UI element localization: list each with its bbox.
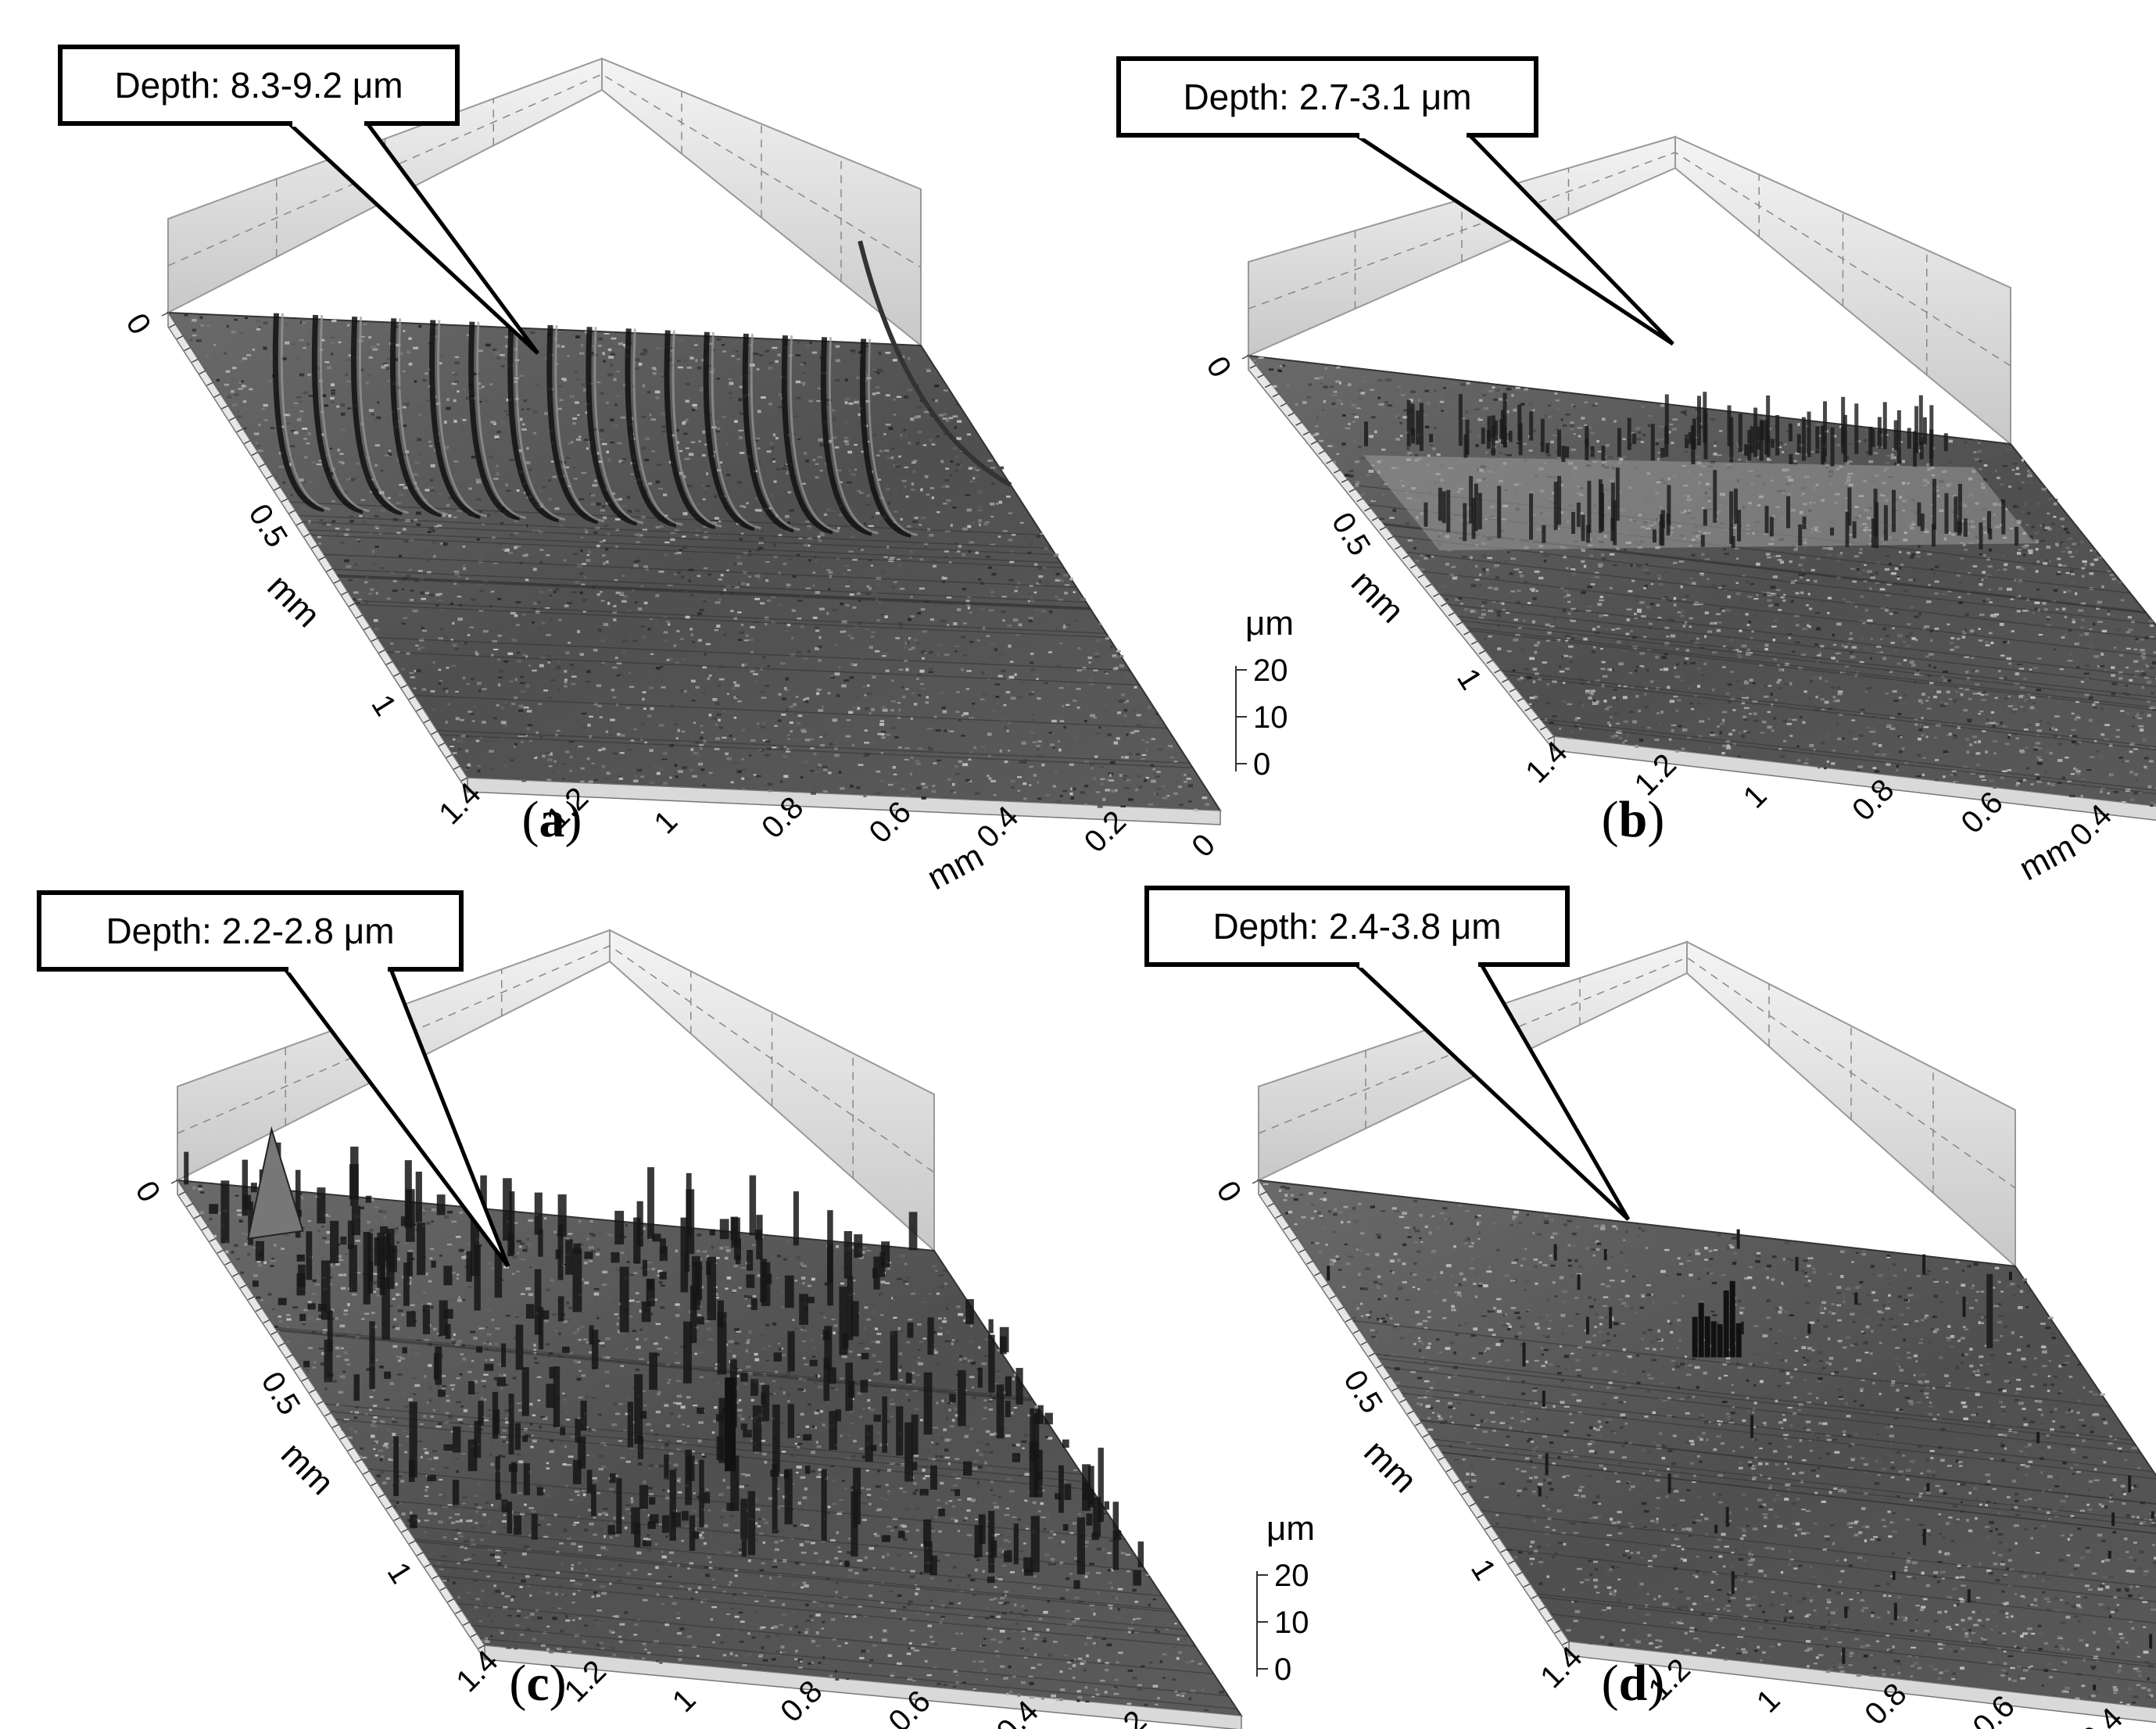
- surface-feature-sparse-spikes: [1327, 1229, 2154, 1691]
- z-tick-label: 20: [1253, 653, 1288, 688]
- y-tick-label: 1: [364, 689, 403, 721]
- panel-caption: (d): [1602, 1655, 1665, 1712]
- panel-caption-letter: a: [539, 791, 565, 848]
- y-tick-label: 0: [119, 307, 157, 340]
- depth-callout: Depth: 2.2-2.8 μm: [37, 890, 510, 1268]
- callout-box: [1116, 56, 1538, 138]
- y-tick-label: 1: [1450, 663, 1488, 696]
- slab-side-face: [1248, 353, 1555, 753]
- z-axis-unit: μm: [1245, 604, 1294, 643]
- x-tick-label: 1: [1750, 1683, 1787, 1720]
- z-tick-label: 10: [1274, 1606, 1309, 1640]
- y-tick-label: 0: [128, 1175, 167, 1208]
- panel-caption-letter: b: [1619, 791, 1648, 848]
- surface-feature-shallow-wear-band: [1363, 392, 2036, 551]
- z-tick-label: 0: [1274, 1652, 1291, 1687]
- z-tick-label: 0: [1253, 747, 1270, 782]
- z-tick-label: 10: [1253, 700, 1288, 735]
- panel-caption-letter: c: [526, 1655, 549, 1712]
- panel-b: 00.51mm1.41.210.80.60.40.20mm20100μmDept…: [1116, 56, 2156, 888]
- panel-c: 00.51mm1.41.210.80.60.40.20mm20100μmDept…: [37, 890, 1315, 1729]
- y-axis-unit: mm: [274, 1435, 341, 1502]
- x-tick-label: 1: [1737, 779, 1774, 815]
- wall-grid-line: [1248, 152, 2011, 367]
- z-tick-label: 20: [1274, 1559, 1309, 1593]
- y-tick-label: 1: [381, 1556, 419, 1589]
- x-tick-label: 1: [666, 1682, 703, 1719]
- panel-caption: (a): [522, 791, 582, 848]
- callout-text: Depth: 2.7-3.1 μm: [1183, 77, 1471, 117]
- callout-text: Depth: 8.3-9.2 μm: [114, 65, 403, 106]
- callout-box: [1144, 886, 1570, 967]
- depth-callout: Depth: 8.3-9.2 μm: [58, 45, 540, 355]
- surface-feature-rough-peaks: [184, 1126, 1144, 1589]
- y-tick-label: 0: [1199, 350, 1237, 383]
- y-axis-unit: mm: [1344, 563, 1411, 630]
- depth-callout: Depth: 2.7-3.1 μm: [1116, 56, 1674, 346]
- x-tick-label: 0: [1185, 828, 1222, 864]
- callout-box: [58, 45, 460, 126]
- panel-caption-letter: d: [1619, 1655, 1648, 1712]
- slab-side-face: [177, 1178, 485, 1662]
- callout-box: [37, 890, 464, 972]
- panel-d: 00.51mm1.41.210.80.60.40.20mm20100μmDept…: [1144, 886, 2156, 1729]
- panel-caption: (b): [1602, 791, 1665, 848]
- x-axis-unit: mm: [921, 837, 990, 898]
- x-tick-label: 1: [647, 804, 684, 841]
- y-axis-unit: mm: [260, 567, 327, 635]
- y-tick-label: 1: [1464, 1553, 1502, 1586]
- slab-side-face: [167, 310, 468, 794]
- y-axis-unit: mm: [1356, 1433, 1424, 1500]
- y-tick-label: 0: [1209, 1175, 1248, 1208]
- wall-grid-line: [177, 945, 935, 1173]
- panel-caption: (c): [509, 1655, 566, 1712]
- callout-text: Depth: 2.2-2.8 μm: [106, 911, 394, 951]
- wall-grid-line: [167, 73, 922, 268]
- surface-texture: [1262, 1183, 2156, 1707]
- surface-feature-wear-track-striations: [272, 240, 1012, 538]
- slab-side-face: [1258, 1178, 1570, 1658]
- depth-callout: Depth: 2.4-3.8 μm: [1144, 886, 1631, 1221]
- z-axis-unit: μm: [1266, 1509, 1315, 1548]
- callout-text: Depth: 2.4-3.8 μm: [1212, 906, 1501, 947]
